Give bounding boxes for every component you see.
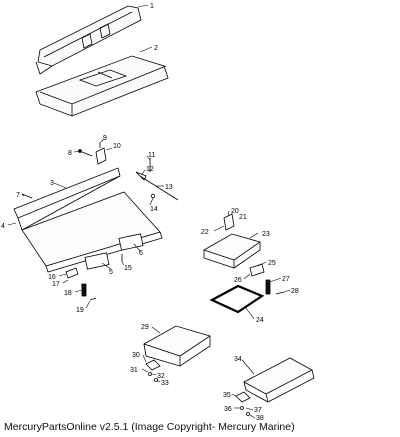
callout-labels: 1 2 3 4 5 6 7 8 9 10 11 12 13 14 15 16 1… [1,3,299,420]
callout-25: 25 [268,260,276,267]
seat-bottom-cushion[interactable] [35,55,169,117]
callout-26: 26 [234,277,242,284]
callout-10: 10 [113,143,121,150]
bolt-7[interactable] [21,193,33,199]
callout-11: 11 [148,152,155,159]
bracket-25[interactable] [249,263,265,277]
callout-20: 20 [231,208,239,215]
callout-7: 7 [16,192,20,199]
callout-32: 32 [157,373,165,380]
callout-22: 22 [201,229,209,236]
callout-29: 29 [141,324,149,331]
screw-28[interactable] [275,291,285,295]
leader-lines [7,4,291,419]
bracket-20-21[interactable] [223,213,235,231]
screw-19[interactable] [89,297,97,301]
rod-13[interactable] [135,158,179,201]
callout-1: 1 [150,3,154,10]
cushion-23[interactable] [203,233,261,269]
callout-4: 4 [1,223,5,230]
exploded-parts-diagram: 1 2 3 4 5 6 7 8 9 10 11 12 13 14 15 16 1… [1,3,315,420]
callout-30: 30 [132,352,140,359]
callout-8: 8 [68,150,72,157]
callout-6: 6 [139,250,143,257]
callout-13: 13 [165,184,173,191]
bolt-8[interactable] [78,149,93,157]
callout-28: 28 [291,288,299,295]
spring-27[interactable] [265,279,271,295]
callout-12: 12 [146,166,154,173]
callout-9: 9 [103,135,107,142]
pad-6[interactable] [118,233,144,251]
gasket-24[interactable] [209,284,265,314]
callout-31: 31 [130,367,138,374]
callout-24: 24 [256,317,264,324]
callout-21: 21 [239,214,247,221]
copyright-footer: MercuryPartsOnline v2.5.1 (Image Copyrig… [4,421,295,433]
callout-34: 34 [234,356,242,363]
washer-14[interactable] [150,193,156,199]
callout-5: 5 [109,269,113,276]
callout-37: 37 [254,407,262,414]
callout-23: 23 [262,231,270,238]
callout-36: 36 [224,406,232,413]
callout-18: 18 [64,290,72,297]
seat-back-cushion[interactable] [35,5,142,75]
hinge-bracket-10[interactable] [95,142,107,165]
cushion-34[interactable] [243,357,315,403]
callout-14: 14 [150,206,158,213]
callout-38: 38 [256,415,264,420]
callout-33: 33 [161,380,169,387]
callout-27: 27 [282,276,290,283]
spring-18[interactable] [81,283,87,297]
hardware-35-38[interactable] [235,391,251,416]
callout-15: 15 [124,265,132,272]
bracket-16[interactable] [65,267,79,279]
callout-35: 35 [223,392,231,399]
callout-16: 16 [48,274,56,281]
callout-2: 2 [154,45,158,52]
callout-17: 17 [52,281,60,288]
callout-19: 19 [76,307,84,314]
cushion-29[interactable] [143,325,211,367]
callout-3: 3 [50,180,54,187]
pad-5[interactable] [84,252,110,270]
hardware-30-33[interactable] [145,359,161,382]
